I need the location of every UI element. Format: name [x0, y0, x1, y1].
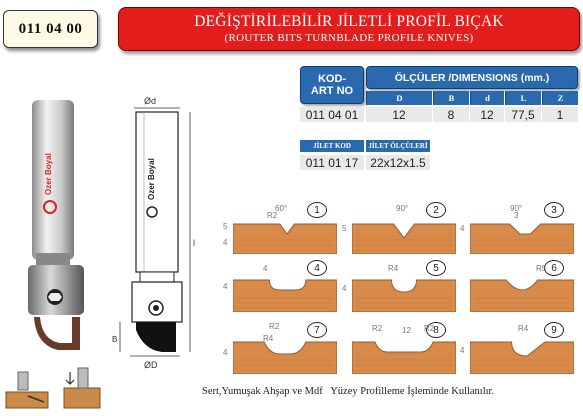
profile-cut-shape — [351, 341, 457, 375]
value-B: 8 — [433, 107, 469, 122]
profile-dimension-label: R2 — [372, 324, 383, 333]
profile-dimension-label: 4 — [263, 264, 268, 273]
profile-dimension-label: 4 — [460, 346, 465, 355]
value-D: 12 — [366, 107, 432, 122]
profile-dimension-label: 12 — [402, 326, 411, 335]
profile-dimension-label: 60° — [275, 204, 288, 213]
usage-note: Sert,Yumuşak Ahşap ve Mdf Yüzey Profille… — [202, 386, 495, 397]
profile-cut-shape — [232, 279, 338, 313]
profile-dimension-label: R2 — [267, 211, 278, 220]
profile-tile: 9 R4 4 — [460, 322, 575, 375]
profile-cut-shape — [351, 223, 457, 255]
profile-cut-shape — [351, 279, 457, 313]
col-header-L: L — [505, 91, 541, 105]
profile-dimension-label: R2 — [269, 322, 280, 331]
col-header-d: d — [470, 91, 504, 105]
profile-dimension-label: 5 — [342, 224, 347, 233]
profile-dimension-label: 4 — [460, 224, 465, 233]
profile-number-badge: 4 — [307, 260, 327, 276]
label-B: B — [112, 335, 117, 344]
profile-number-badge: 6 — [544, 260, 564, 276]
technical-drawing: Ød Ozer Boyal l B ØD — [112, 96, 195, 370]
brand-logo-outline: Ozer Boyal — [146, 158, 158, 218]
dimensions-header: ÖLÇÜLER /DIMENSIONS (mm.) — [366, 66, 578, 89]
profile-dimension-label: 4 — [223, 348, 228, 357]
profile-dimension-label: R4 — [388, 264, 399, 273]
profile-dimension-label: R5 — [536, 264, 547, 273]
svg-text:Ozer Boyal: Ozer Boyal — [147, 158, 156, 200]
page-subtitle: (ROUTER BITS TURNBLADE PROFILE KNIVES) — [224, 32, 474, 44]
router-bit-photo: Ozer Boyal — [28, 100, 84, 350]
blade-size-value: 22x12x1.5 — [366, 155, 430, 170]
label-L: l — [193, 238, 195, 248]
label-d: Ød — [144, 96, 156, 106]
profile-tile: 1 60°R2 5 4 — [223, 202, 338, 255]
col-header-D: D — [366, 91, 432, 105]
usage-illustration — [5, 367, 101, 409]
profile-dimension-label: 90° — [396, 204, 409, 213]
page-title: DEĞİŞTİRİLEBİLİR JİLETLİ PROFİL BIÇAK — [194, 13, 504, 30]
profile-dimension-label: 4 — [223, 282, 228, 291]
title-banner: DEĞİŞTİRİLEBİLİR JİLETLİ PROFİL BIÇAK (R… — [118, 7, 580, 51]
value-Z: 1 — [542, 107, 578, 122]
profile-cut-shape — [232, 341, 338, 375]
brand-logo: Ozer Boyal — [43, 153, 57, 214]
profile-number-badge: 9 — [544, 322, 564, 338]
profile-number-badge: 7 — [307, 322, 327, 338]
label-D: ØD — [144, 360, 158, 370]
value-d: 12 — [470, 107, 504, 122]
col-header-Z: Z — [542, 91, 578, 105]
profile-dimension-label: 5 — [223, 222, 228, 231]
profile-tile: 2 90° 5 — [342, 202, 457, 255]
value-L: 77,5 — [505, 107, 541, 122]
blade-code-header: JİLET KOD — [300, 140, 364, 152]
profile-tile: 4 4 4 — [223, 260, 338, 313]
profile-cut-shape — [469, 279, 575, 313]
profile-tile: 5 R4 4 — [342, 260, 457, 313]
blade-code-value: 011 01 17 — [300, 155, 364, 170]
profile-number-badge: 5 — [426, 260, 446, 276]
profile-number-badge: 2 — [426, 202, 446, 218]
profile-dimension-label: 4 — [342, 284, 347, 293]
product-code-badge: 011 04 00 — [3, 10, 98, 48]
svg-text:Ozer Boyal: Ozer Boyal — [44, 153, 53, 195]
profile-cut-shape — [469, 223, 575, 255]
profile-number-badge: 1 — [307, 202, 327, 218]
profile-dimension-label: R4 — [518, 324, 529, 333]
article-code-cell: 011 04 01 — [300, 107, 364, 122]
code-column-header: KOD- ART NO — [300, 66, 364, 104]
profile-number-badge: 3 — [544, 202, 564, 218]
profile-dimension-label: 4 — [223, 238, 228, 247]
profile-dimension-label: R4 — [263, 334, 274, 343]
profile-dimension-label: R2 — [424, 324, 435, 333]
profile-dimension-label: 3 — [514, 211, 519, 220]
blade-size-header: JİLET ÖLÇÜLERİ — [366, 140, 430, 152]
profile-dimension-label: 90° — [510, 204, 523, 213]
col-header-B: B — [433, 91, 469, 105]
profile-number-badge: 8 — [426, 322, 446, 338]
